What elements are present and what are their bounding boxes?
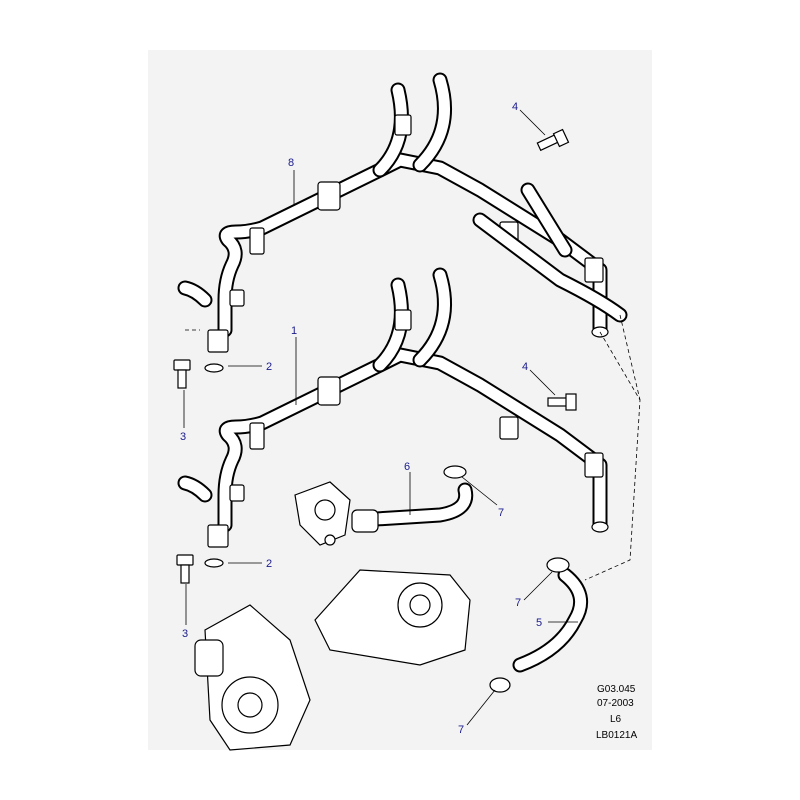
callout-8: 8 [288,157,294,169]
callout-3: 3 [180,431,186,443]
ref-number: G03.045 [597,684,636,695]
bolt-upper-left [173,359,191,389]
bolt-lower-right [547,393,577,411]
hose-clamp [546,557,570,573]
pipe-assembly-lower [185,275,608,547]
pipe-assembly-upper [185,80,628,352]
hose-clamp [489,677,511,693]
callout-1: 1 [291,325,297,337]
callout-3: 3 [182,628,188,640]
callout-4: 4 [512,101,518,113]
ref-code: LB0121A [596,730,637,741]
callout-7: 7 [515,597,521,609]
hose-clamp [443,465,467,479]
oil-filter-housing [314,569,471,666]
water-pump [194,604,311,751]
bolt-upper-right [536,128,570,152]
callout-2: 2 [266,361,272,373]
callout-2: 2 [266,558,272,570]
ref-date: 07-2003 [597,698,634,709]
seal-ring-upper [204,363,224,373]
callout-7: 7 [458,724,464,736]
callout-5: 5 [536,617,542,629]
callout-6: 6 [404,461,410,473]
thermostat-housing [294,481,351,546]
callout-7: 7 [498,507,504,519]
ref-engine: L6 [610,714,622,725]
hose-5 [489,557,589,693]
bolt-lower-left [176,554,194,584]
hose-6 [351,465,474,533]
seal-ring-lower [204,558,224,568]
callout-4: 4 [522,361,528,373]
